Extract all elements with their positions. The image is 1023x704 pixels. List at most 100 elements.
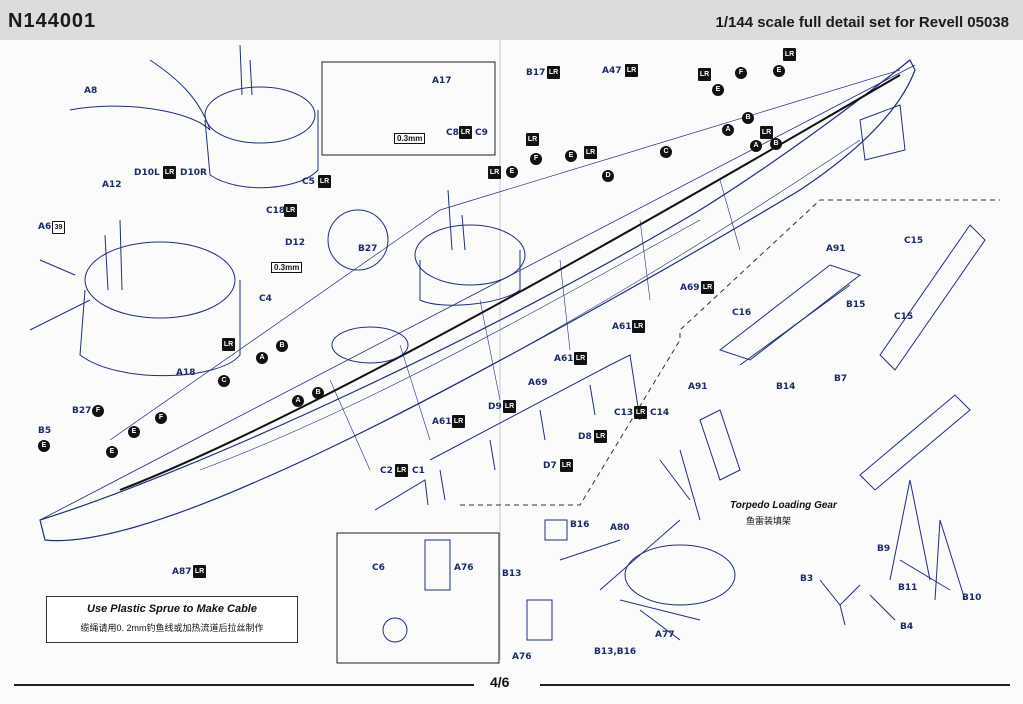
part-label: A12 [102,180,122,190]
marker-b: B [770,138,782,150]
lr-badge: LR [503,400,516,413]
lr-badge: LR [701,281,714,294]
part-label: B11 [898,583,918,593]
part-label: A77 [655,630,675,640]
part-label: B7 [834,374,848,384]
part-label: D10L [134,168,160,178]
marker-e: E [128,426,140,438]
part-label: B10 [962,593,982,603]
part-label: C4 [259,294,272,304]
part-label: B15 [846,300,866,310]
part-label: B5 [38,426,52,436]
part-label: D9 [488,402,502,412]
lr-badge: LR [459,126,472,139]
marker-f: F [155,412,167,424]
dimension-label: 0.3mm [271,262,303,273]
part-label: B14 [776,382,796,392]
cable-note-box: Use Plastic Sprue to Make Cable 缆绳请用0. 2… [46,596,298,643]
lr-badge: LR [560,459,573,472]
part-label: C5 [302,177,315,187]
part-label: B27 [358,244,378,254]
marker-b: B [312,387,324,399]
lr-badge: LR [634,406,647,419]
lr-badge: LR [488,166,501,179]
part-label: A69 [528,378,548,388]
part-label: A80 [610,523,630,533]
marker-a: A [292,395,304,407]
lr-badge: LR [574,352,587,365]
lr-badge: LR [222,338,235,351]
part-label: B13,B16 [594,647,637,657]
header-bar: N144001 1/144 scale full detail set for … [0,0,1023,40]
submarine-hull [39,59,916,542]
marker-a: A [750,140,762,152]
part-label: C2 [380,466,393,476]
part-label: C14 [650,408,670,418]
part-label: A61 [432,417,452,427]
part-label: B13 [502,569,522,579]
part-label: A91 [826,244,846,254]
marker-e: E [773,65,785,77]
dimension-label: 0.3mm [394,133,426,144]
lr-badge: LR [625,64,638,77]
marker-b: B [742,112,754,124]
lr-badge: LR [163,166,176,179]
lr-badge: LR [452,415,465,428]
part-label: A61 [554,354,574,364]
ref-badge: 39 [52,221,65,234]
marker-c: C [660,146,672,158]
torpedo-gear-title: Torpedo Loading Gear [730,500,837,511]
part-label: B27 [72,406,92,416]
footer-rule-left [14,684,474,686]
lr-badge: LR [760,126,773,139]
marker-e: E [712,84,724,96]
part-label: A47 [602,66,622,76]
marker-f: F [735,67,747,79]
part-label: C6 [372,563,385,573]
part-label: D7 [543,461,557,471]
marker-e: E [506,166,518,178]
part-label: A8 [84,86,98,96]
footer-rule-right [540,684,1010,686]
part-label: A18 [176,368,196,378]
part-label: C15 [904,236,924,246]
part-label: D8 [578,432,592,442]
part-label: C8 [446,128,459,138]
part-label: A6 [38,222,52,232]
cable-note-en: Use Plastic Sprue to Make Cable [87,603,257,615]
lr-badge: LR [783,48,796,61]
marker-e: E [565,150,577,162]
part-label: A61 [612,322,632,332]
lr-badge: LR [594,430,607,443]
page-number: 4/6 [490,674,510,690]
marker-c: C [218,375,230,387]
marker-a: A [256,352,268,364]
cable-note-cn: 缆绳请用0. 2mm钓鱼线或加热流道后拉丝制作 [80,623,264,633]
part-label: B9 [877,544,891,554]
part-label: A87 [172,567,192,577]
lr-badge: LR [526,133,539,146]
part-label: C18 [266,206,286,216]
part-label: A76 [512,652,532,662]
part-label: B3 [800,574,814,584]
part-label: B17 [526,68,546,78]
lr-badge: LR [698,68,711,81]
part-label: A17 [432,76,452,86]
part-label: B16 [570,520,590,530]
lr-badge: LR [193,565,206,578]
part-label: C16 [732,308,752,318]
part-label: C13 [614,408,634,418]
marker-f: F [530,153,542,165]
part-label: B4 [900,622,914,632]
marker-b: B [276,340,288,352]
part-label: A69 [680,283,700,293]
part-label: D10R [180,168,207,178]
lr-badge: LR [584,146,597,159]
lr-badge: LR [318,175,331,188]
marker-a: A [722,124,734,136]
part-label: C9 [475,128,488,138]
lr-badge: LR [547,66,560,79]
marker-e: E [38,440,50,452]
